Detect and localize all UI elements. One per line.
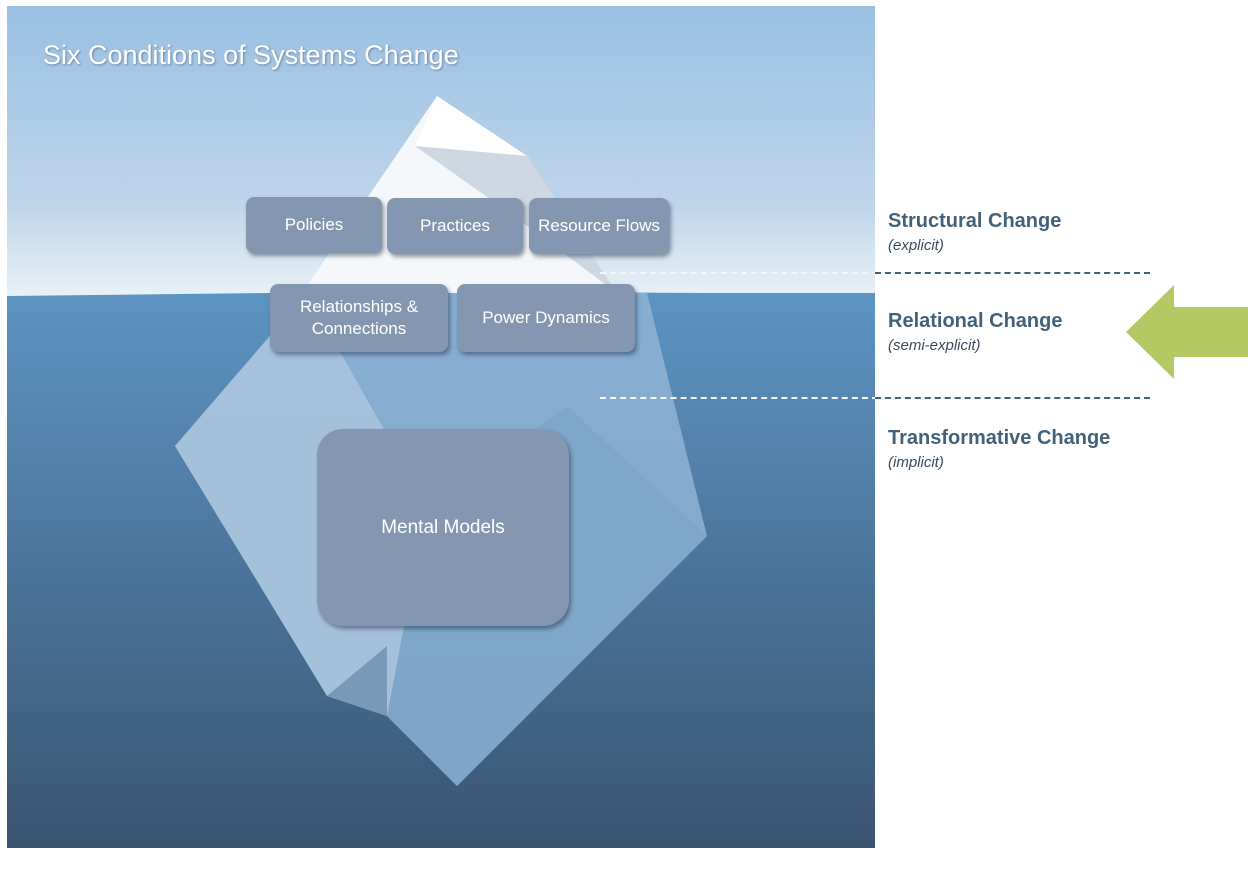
condition-resource-flows: Resource Flows bbox=[529, 198, 669, 254]
condition-power-dynamics: Power Dynamics bbox=[457, 284, 635, 352]
level-relational: Relational Change (semi-explicit) bbox=[888, 310, 1062, 354]
level-relational-name: Relational Change bbox=[888, 310, 1063, 332]
iceberg-tip-shade bbox=[415, 146, 617, 293]
level-transformative: Transformative Change (implicit) bbox=[888, 427, 1110, 471]
iceberg-illustration: Six Conditions of Systems Change Policie… bbox=[7, 6, 875, 848]
condition-mental-models: Mental Models bbox=[317, 429, 569, 626]
level-transformative-note: (implicit) bbox=[888, 454, 944, 471]
level-relational-note: (semi-explicit) bbox=[888, 337, 981, 354]
divider-structural-relational-ext bbox=[875, 272, 1150, 274]
condition-practices: Practices bbox=[387, 198, 523, 254]
iceberg-background bbox=[7, 6, 875, 848]
level-structural-name: Structural Change bbox=[888, 210, 1062, 232]
highlight-arrow-icon bbox=[1126, 285, 1248, 379]
condition-policies: Policies bbox=[246, 197, 382, 253]
level-structural: Structural Change (explicit) bbox=[888, 210, 1061, 254]
level-structural-note: (explicit) bbox=[888, 237, 944, 254]
level-transformative-name: Transformative Change bbox=[888, 427, 1111, 449]
iceberg-peak bbox=[415, 96, 527, 156]
iceberg-underwater-facet bbox=[327, 646, 387, 716]
divider-relational-transformative-ext bbox=[875, 397, 1150, 399]
diagram-title: Six Conditions of Systems Change bbox=[43, 40, 459, 70]
condition-relationships: Relationships & Connections bbox=[270, 284, 448, 352]
